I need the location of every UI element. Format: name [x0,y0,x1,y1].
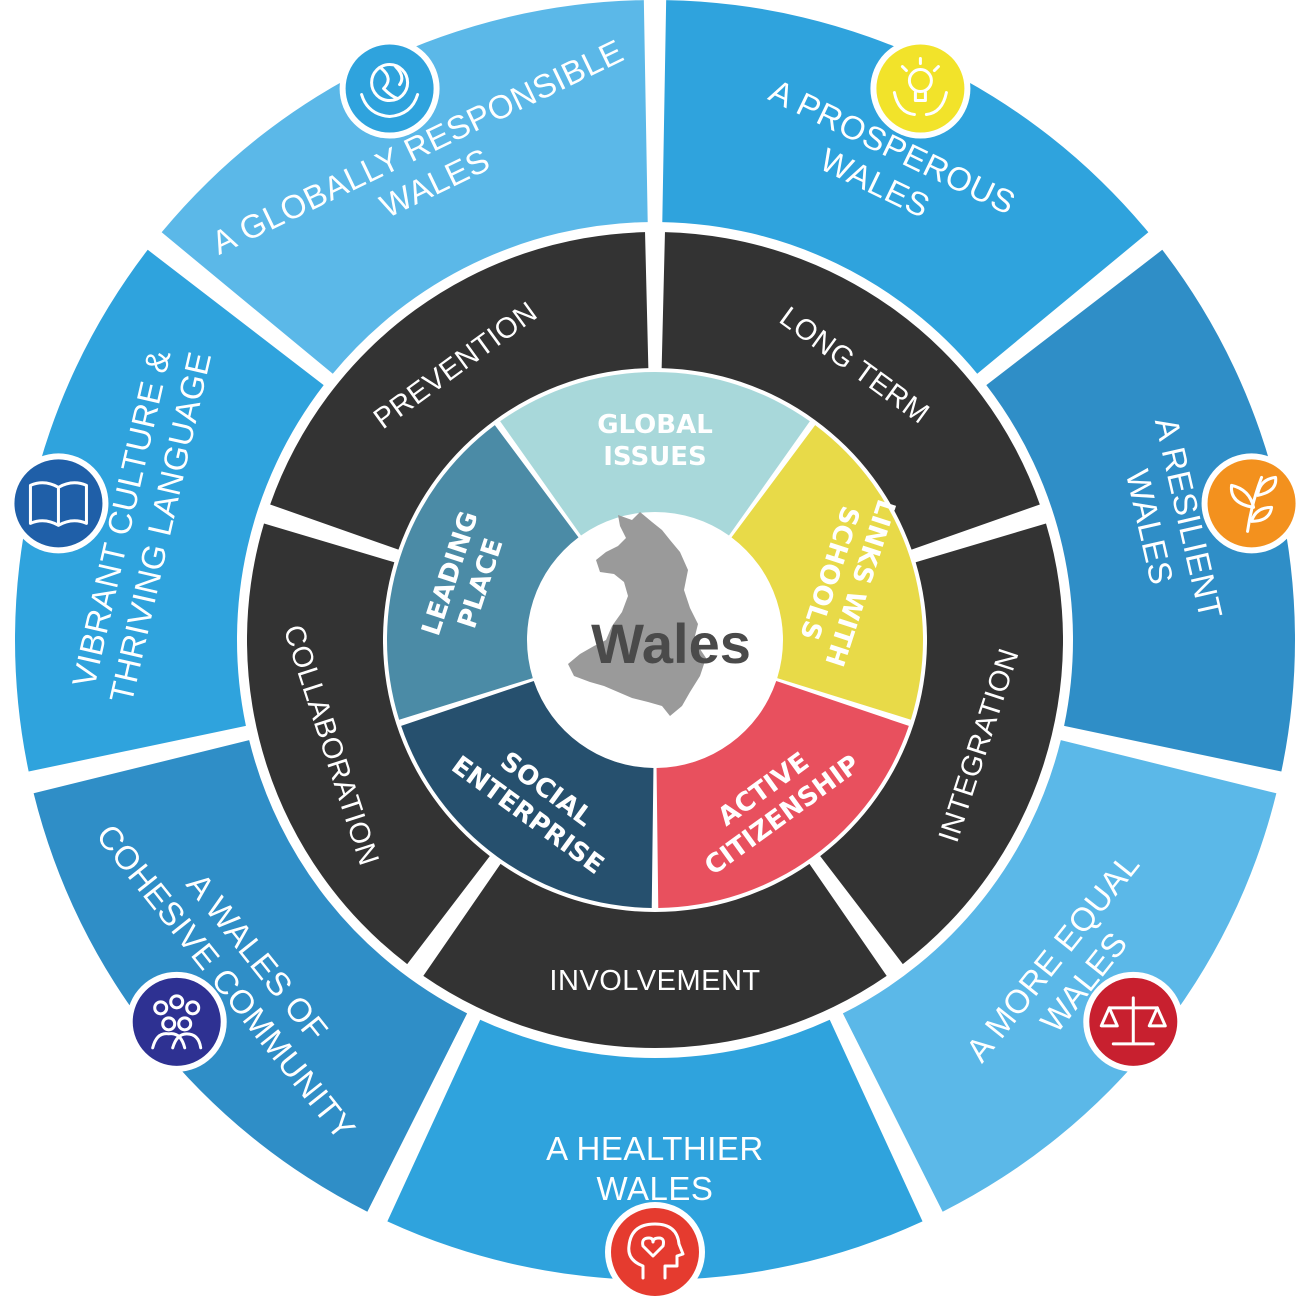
outer-segment-a-prosperous-wales [662,0,1149,374]
outer-segment-a-healthier-wales [387,1019,923,1280]
middle-label-involvement: INVOLVEMENT [549,965,760,997]
outer-label-a-healthier-wales-line-1: A HEALTHIER [546,1130,764,1167]
outer-label-a-healthier-wales-line-2: WALES [597,1170,714,1207]
outer-icons [8,38,1302,1300]
outer-segment-a-globally-responsible-wales [161,0,648,374]
head-with-heart-icon [605,1202,705,1300]
inner-segment-global-issues [500,372,810,536]
open-book-icon [8,453,109,554]
wales-map-shape [568,512,706,716]
middle-segment-collaboration [246,523,490,965]
center-label: Wales [591,612,751,675]
lightbulb-in-hands-icon [870,38,971,139]
outer-segment-a-wales-of-cohesive-community [33,740,468,1212]
middle-segment-prevention [270,232,649,550]
outer-ring [14,0,1295,1280]
plant-leaves-icon [1201,453,1302,554]
middle-segment-involvement [423,863,887,1048]
outer-segment-a-more-equal-wales [842,740,1277,1212]
globe-in-hands-icon [339,38,440,139]
scales-of-justice-icon [1083,971,1184,1072]
inner-label-global-issues-line-2: ISSUES [603,442,707,472]
inner-segment-social-enterprise [401,681,654,908]
inner-label-global-issues-line-1: GLOBAL [597,410,713,440]
outer-segment-vibrant-culture-thriving-language [14,249,324,772]
middle-segment-long-term [661,232,1040,550]
inner-segment-active-citizenship [656,681,909,908]
inner-segment-leading-place [386,425,579,720]
people-group-icon [126,971,227,1072]
inner-ring [386,372,923,908]
center-disc: Wales [530,512,780,765]
inner-segment-links-with-schools [731,425,923,720]
outer-segment-a-resilient-wales [986,249,1295,772]
middle-segment-integration [820,523,1063,965]
middle-ring [246,232,1063,1048]
